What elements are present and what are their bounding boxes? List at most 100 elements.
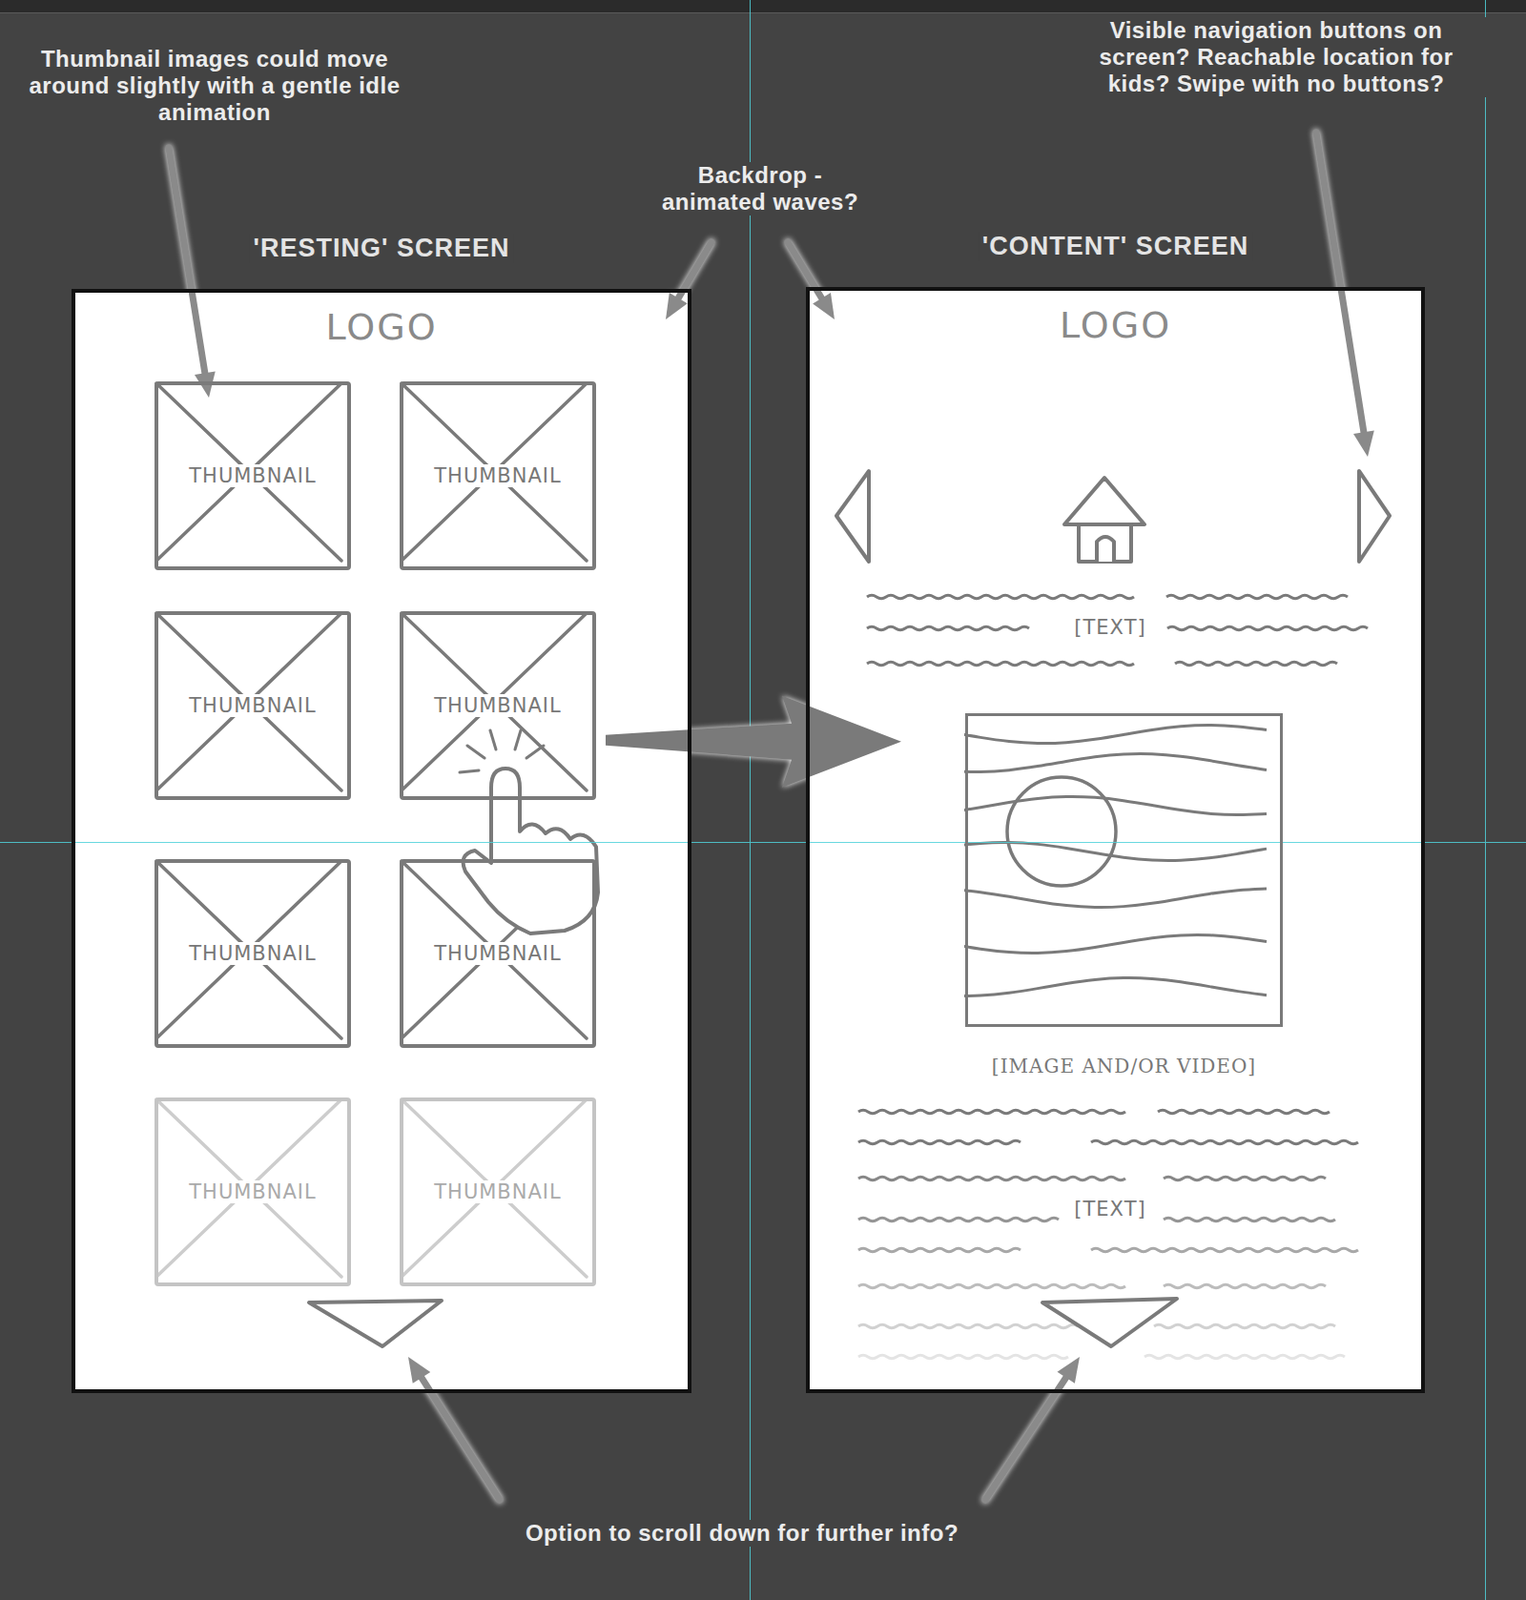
pointer-hand	[463, 768, 599, 934]
screen-ground	[71, 288, 692, 1394]
placeholder-line	[1163, 1176, 1326, 1181]
guide-line	[1484, 0, 1486, 1600]
placeholder-line	[1091, 1140, 1359, 1145]
screen-heading: 'RESTING' SCREEN	[249, 233, 515, 264]
screen-frame: 'CONTENT' SCREENLOGO[IMAGE AND/OR VIDEO]	[805, 287, 1425, 1394]
thumbnail-box: THUMBNAIL	[399, 1097, 597, 1287]
leader-arrow	[408, 1357, 500, 1501]
placeholder-line	[858, 1140, 1021, 1145]
wave-line	[964, 934, 1267, 953]
top-strip	[0, 0, 1526, 13]
tap-mark	[490, 730, 496, 750]
placeholder-line	[858, 1248, 1021, 1253]
thumbnail-label: THUMBNAIL	[431, 1180, 564, 1204]
leader-arrow	[168, 147, 216, 398]
placeholder-line	[1144, 1355, 1345, 1360]
cross-stroke	[156, 383, 342, 561]
cross-stroke	[156, 613, 342, 791]
thumbnail-label: THUMBNAIL	[185, 464, 319, 488]
annotation-note: Thumbnail images could move around sligh…	[14, 45, 415, 126]
scroll-down-button	[1042, 1299, 1177, 1347]
cross-stroke	[401, 383, 587, 561]
next-button	[1359, 471, 1390, 562]
screen-frame: 'RESTING' SCREENLOGOTHUMBNAILTHUMBNAILTH…	[71, 288, 692, 1394]
thumbnail-box: THUMBNAIL	[154, 1097, 351, 1287]
screen-ground	[805, 287, 1425, 1394]
annotation-note: Option to scroll down for further info?	[474, 1520, 1010, 1547]
media-box: [IMAGE AND/OR VIDEO]	[965, 713, 1283, 1028]
tap-mark	[515, 730, 521, 750]
nav-icons	[309, 471, 1390, 1347]
annotation-note: Backdrop - animated waves?	[647, 162, 873, 216]
cross-stroke	[156, 613, 342, 791]
placeholder-line	[858, 1284, 1126, 1289]
placeholder-line	[1154, 1324, 1336, 1329]
home-roof	[1064, 477, 1145, 525]
tap-mark	[459, 770, 479, 773]
thumbnail-label: THUMBNAIL	[185, 1180, 319, 1204]
cross-stroke	[156, 1099, 342, 1278]
screen-heading: 'CONTENT' SCREEN	[978, 231, 1253, 262]
leader-arrow	[1316, 132, 1375, 457]
sea-illustration	[951, 724, 1267, 996]
scroll-down-button	[309, 1300, 442, 1347]
placeholder-line	[1166, 595, 1348, 599]
placeholder-line	[858, 1110, 1126, 1114]
thumbnail-label: THUMBNAIL	[431, 942, 564, 966]
cross-stroke	[401, 1099, 587, 1278]
home-door	[1096, 536, 1114, 562]
wave-line	[964, 977, 1267, 996]
placeholder-line	[858, 1176, 1126, 1181]
cross-stroke	[401, 613, 587, 791]
cross-stroke	[156, 861, 342, 1039]
thumbnail-box: THUMBNAIL	[154, 859, 351, 1049]
cross-stroke	[401, 1099, 587, 1278]
logo-text: LOGO	[325, 306, 437, 349]
cross-stroke	[156, 383, 342, 561]
thumbnail-box: THUMBNAIL	[399, 611, 597, 801]
cross-stroke	[401, 613, 587, 791]
thumbnail-label: THUMBNAIL	[185, 942, 319, 966]
text-placeholder: [TEXT]	[1066, 1196, 1155, 1222]
guide-line	[749, 0, 751, 1600]
placeholder-line	[866, 661, 1135, 666]
placeholder-line	[1091, 1248, 1359, 1253]
annotation-note: Visible navigation buttons on screen? Re…	[1066, 17, 1486, 98]
placeholder-line	[1175, 661, 1338, 666]
placeholder-line	[1157, 1110, 1330, 1114]
flow-arrow	[605, 696, 902, 788]
home-body	[1078, 524, 1132, 562]
leader-arrow	[787, 242, 835, 320]
tap-mark	[526, 745, 544, 759]
logo-text: LOGO	[1059, 304, 1172, 347]
tap-mark	[467, 745, 485, 759]
placeholder-line	[1163, 1284, 1326, 1289]
placeholder-line	[866, 595, 1135, 599]
thumbnail-box: THUMBNAIL	[399, 381, 597, 571]
text-placeholder-lines	[858, 595, 1368, 1360]
placeholder-line	[858, 1217, 1059, 1222]
placeholder-line	[858, 1355, 1069, 1360]
tap-hand	[459, 730, 599, 934]
cross-stroke	[401, 383, 587, 561]
media-caption: [IMAGE AND/OR VIDEO]	[989, 1054, 1259, 1078]
leader-arrow	[985, 1357, 1080, 1501]
wave-line	[964, 842, 1267, 861]
annotation-arrows	[168, 132, 1375, 1501]
guide-line	[0, 842, 1526, 844]
thumbnail-label: THUMBNAIL	[431, 694, 564, 718]
wave-line	[964, 724, 1267, 743]
prev-button	[836, 471, 869, 562]
wave-line	[964, 888, 1267, 908]
sun	[1007, 777, 1116, 887]
placeholder-line	[858, 1324, 1078, 1329]
cross-stroke	[156, 1099, 342, 1278]
thumbnail-label: THUMBNAIL	[431, 464, 564, 488]
placeholder-line	[1163, 1217, 1336, 1222]
wave-line	[964, 796, 1267, 815]
thumbnail-box: THUMBNAIL	[154, 611, 351, 801]
thumbnail-box: THUMBNAIL	[154, 381, 351, 571]
